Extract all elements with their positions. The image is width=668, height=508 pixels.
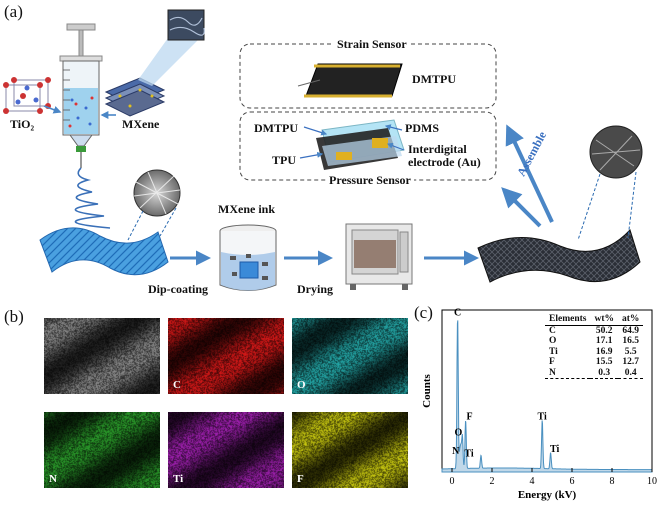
panel-label-a: (a) [4, 2, 23, 21]
table-row: O 17.1 16.5 [545, 336, 643, 347]
tio2-crystal-icon [3, 77, 51, 114]
table-row: F 15.5 12.7 [545, 357, 643, 368]
pressure-sensor-box [239, 111, 497, 181]
table-row: Ti 16.9 5.5 [545, 347, 643, 358]
syringe-icon [59, 23, 103, 168]
table-cell: 17.1 [595, 336, 613, 346]
table-cell: 5.5 [624, 346, 637, 357]
ti-map-tile: Ti [168, 412, 284, 488]
strain-sensor-title: Strain Sensor [334, 37, 410, 52]
n-map-texture [44, 412, 160, 488]
tpu-fiber-mat [39, 227, 169, 276]
dip-coating-label: Dip-coating [148, 282, 208, 296]
schematic-graphics [3, 9, 643, 291]
table-cell: N [545, 367, 591, 379]
electrospinning-jet [74, 167, 111, 229]
x-tick-label: 0 [450, 476, 455, 487]
x-tick-label: 4 [530, 476, 535, 487]
peak-label-f: F [467, 411, 473, 422]
panel-label-c: (c) [414, 303, 433, 322]
peak-label-ti: Ti [538, 411, 547, 422]
strain-sensor-box [239, 43, 497, 109]
o-map-tile: O [292, 318, 408, 394]
table-cell: 12.7 [622, 357, 640, 367]
table-cell: Ti [549, 346, 558, 357]
peak-label-n: N [452, 446, 460, 457]
mxene-flake-icon [104, 77, 166, 117]
panel-label-b: (b) [4, 307, 24, 326]
mxene-ink-label: MXene ink [218, 202, 275, 216]
table-cell: 16.9 [595, 346, 613, 357]
table-cell: 16.5 [622, 336, 640, 346]
pressure-tpu-label: TPU [272, 153, 296, 167]
table-cell: 0.4 [618, 367, 644, 379]
mxene-ink-beaker-icon [219, 224, 277, 291]
x-axis-label: Energy (kV) [518, 489, 577, 501]
f-map-tile: F [292, 412, 408, 488]
o-map-texture [292, 318, 408, 394]
table-header-cell: Elements [545, 314, 591, 326]
table-header-cell: at% [618, 314, 644, 326]
n-map-tile: N [44, 412, 160, 488]
drying-label: Drying [297, 282, 333, 296]
eds-mapping-grid: C O N Ti F [44, 318, 408, 496]
x-tick-label: 10 [647, 476, 657, 487]
pressure-electrode-label: Interdigital electrode (Au) [408, 142, 481, 169]
spectrum-line [441, 320, 653, 473]
strain-sensor-device-icon [297, 63, 403, 98]
table-cell: 15.5 [595, 357, 613, 367]
peak-label-c: C [454, 308, 461, 319]
tio2-label: TiO₂ [10, 117, 35, 131]
c-map-tile: C [168, 318, 284, 394]
x-tick-label: 8 [610, 476, 615, 487]
mxene-sem-image [167, 9, 205, 41]
table-cell: F [549, 357, 555, 367]
table-cell: 0.3 [590, 367, 618, 379]
table-cell: O [549, 336, 557, 346]
sem-tile [44, 318, 160, 394]
dmtpu-fiber-mat [477, 229, 641, 283]
c-map-texture [168, 318, 284, 394]
x-tick-label: 2 [490, 476, 495, 487]
peak-label-ti: Ti [550, 444, 559, 455]
pressure-sensor-device-icon [316, 119, 405, 170]
pressure-pdms-label: PDMS [405, 121, 439, 135]
table-header-cell: wt% [590, 314, 618, 326]
table-cell: C [549, 325, 556, 336]
strain-dmtpu-label: DMTPU [412, 72, 456, 86]
pressure-sensor-title: Pressure Sensor [326, 173, 414, 188]
sem-texture [44, 318, 160, 394]
ti-map-texture [168, 412, 284, 488]
table-cell: 64.9 [622, 325, 640, 336]
y-axis-label: Counts [421, 373, 433, 407]
table-cell: 50.2 [595, 325, 613, 336]
peak-label-ti: Ti [464, 449, 473, 460]
peak-label-o: O [455, 428, 463, 439]
table-row: C 50.2 64.9 [545, 325, 643, 336]
x-tick-label: 6 [570, 476, 575, 487]
drying-oven-icon [345, 223, 413, 290]
pressure-dmtpu-label: DMTPU [254, 121, 298, 135]
f-map-texture [292, 412, 408, 488]
mxene-label: MXene [122, 117, 160, 131]
